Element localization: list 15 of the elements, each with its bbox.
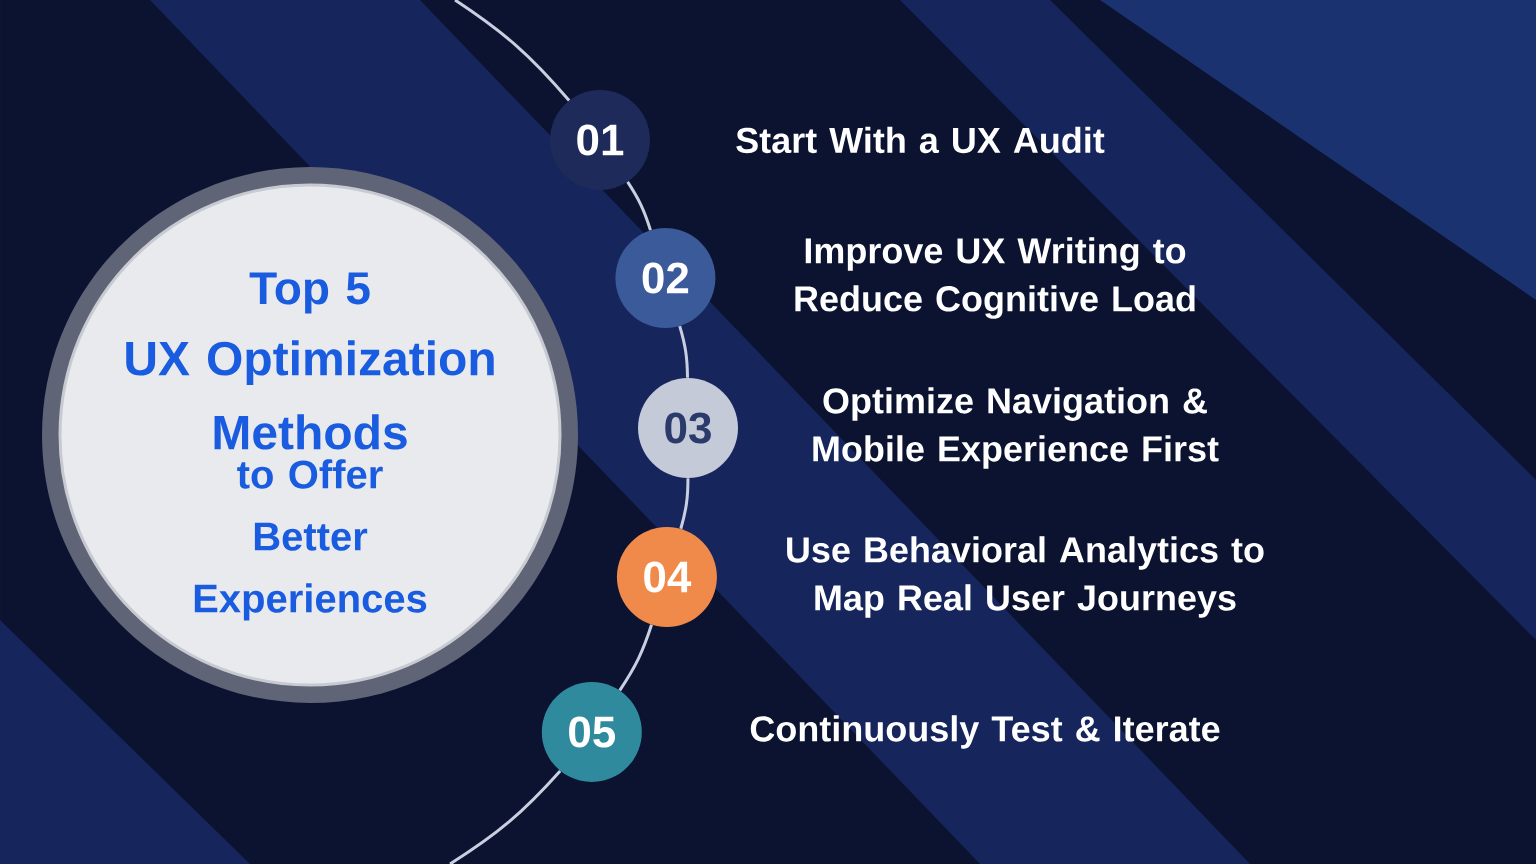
step-text: Optimize Navigation & Mobile Experience First [813, 387, 1219, 469]
title-text: to Offer Better Experiences [194, 459, 427, 621]
arc-line [449, 769, 562, 864]
title-circle [42, 167, 578, 703]
step-text: Use Behavioral Analytics to Map Real User Journeys [787, 536, 1264, 618]
arc-line [618, 624, 653, 692]
arc-line [626, 181, 652, 231]
title-text: UX Optimization Methods [126, 340, 494, 450]
step-text: Start With a UX Audit [736, 126, 1105, 154]
arc-line [454, 0, 571, 102]
arc-line [679, 478, 690, 530]
arc-line [678, 325, 689, 378]
title-text: Top 5 [249, 272, 370, 314]
step-text: Continuously Test & Iterate [750, 715, 1220, 749]
step-text: Improve UX Writing to Reduce Cognitive Load [795, 237, 1195, 319]
